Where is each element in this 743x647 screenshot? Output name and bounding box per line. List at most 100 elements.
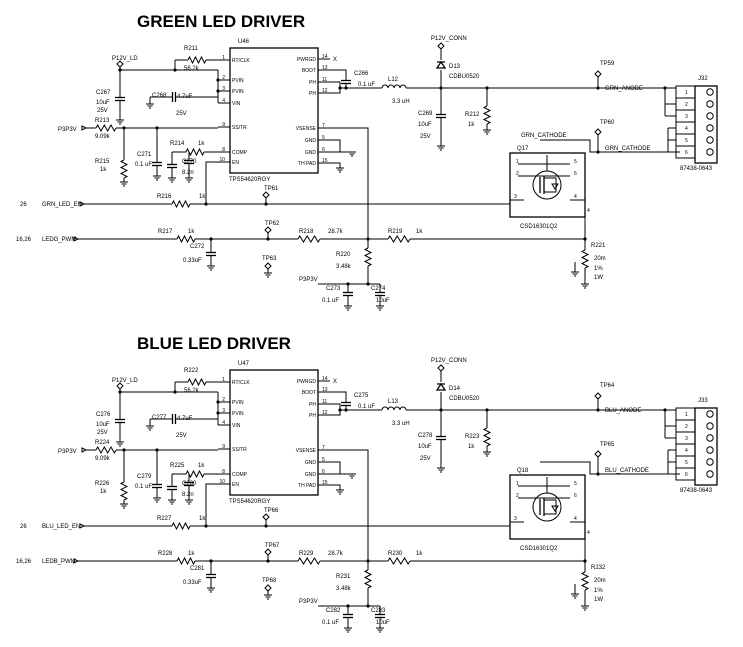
- ref-c-out: C278: [418, 433, 433, 439]
- ref-c-in2: C277: [152, 415, 167, 421]
- diode-symbol: [435, 382, 447, 391]
- value-c-f1: 0.1 uF: [322, 620, 339, 626]
- ic-part-number: TPS54620RGY: [229, 177, 270, 183]
- ic-pin-right-number: 5: [322, 135, 325, 141]
- test-point-symbol: [262, 191, 270, 199]
- ic-pin-left-label: VIN: [232, 423, 241, 429]
- tolerance-r-sense: 1%: [594, 588, 603, 594]
- test-point-symbol: [437, 42, 445, 50]
- ref-c-boot: C266: [354, 71, 369, 77]
- connector-pin-number: 2: [685, 102, 688, 108]
- value-c-boot: 0.1 uF: [358, 404, 375, 410]
- ic-pin-right-label: PWRGD: [297, 57, 317, 63]
- junction-dot: [663, 86, 667, 90]
- ic-pin-left-label: SS/TR: [232, 125, 247, 131]
- resistor-symbol: [580, 571, 590, 591]
- ic-pin-left-label: EN: [232, 160, 239, 166]
- mosfet-pin-number: 2: [516, 171, 519, 177]
- ic-pin-right-label: TH PAD: [298, 161, 316, 167]
- resistor-symbol: [176, 234, 196, 244]
- value-r-sense: 20m: [594, 256, 606, 262]
- mosfet-pin-number: 1: [516, 159, 519, 165]
- resistor-symbol: [171, 521, 191, 531]
- resistor-symbol: [185, 469, 205, 479]
- net-label-vin: P12V_LD: [112, 56, 138, 62]
- ic-ref: U46: [238, 39, 250, 45]
- value-r-ss2: 1k: [100, 167, 107, 173]
- net-label-en: BLU_LED_EN: [42, 524, 80, 530]
- connector-pin: [706, 136, 714, 144]
- ic-pin-right-number: 14: [322, 376, 328, 382]
- test-point-symbol: [594, 392, 602, 400]
- ref-r-sense: R221: [591, 243, 606, 249]
- value-diode: CDBU0520: [449, 396, 480, 402]
- resistor-symbol: [387, 557, 411, 565]
- value-c-f2: 10uF: [376, 620, 390, 626]
- ic-pin-left-number: 4: [222, 98, 225, 104]
- ic-pin-right-number: 11: [322, 77, 327, 83]
- junction-dot: [216, 411, 220, 415]
- off-page-arrow: [79, 201, 86, 207]
- connector-pin: [706, 434, 714, 442]
- value-r-fb3: 1k: [416, 551, 423, 557]
- connector-pin-number: 5: [685, 138, 688, 144]
- value-r-comp: 1k: [198, 463, 205, 469]
- ref-c-boot: C275: [354, 393, 369, 399]
- ic-pin-right-number: 11: [322, 399, 327, 405]
- power-r-sense: 1W: [594, 597, 603, 603]
- junction-dot: [209, 237, 213, 241]
- junction-dot: [266, 559, 270, 563]
- mosfet-pin-number: 6: [574, 493, 577, 499]
- ref-r-fb: R229: [299, 551, 314, 557]
- junction-dot: [338, 408, 342, 412]
- value-r-fb3: 1k: [416, 229, 423, 235]
- wire: [544, 177, 557, 193]
- test-point-symbol: [264, 584, 272, 592]
- connector-body: [694, 85, 718, 164]
- ref-r-ss: R224: [95, 440, 110, 446]
- resistor-symbol: [176, 556, 196, 566]
- ref-r-en: R216: [157, 194, 172, 200]
- net-label-pwm: LEDG_PWM: [42, 237, 76, 243]
- ic-pin-right-label: TH PAD: [298, 483, 316, 489]
- connector-pin-number: 6: [685, 150, 688, 156]
- ic-pin-right-number: 6: [322, 469, 325, 475]
- connector-pin-number: 5: [685, 460, 688, 466]
- wire: [330, 162, 341, 168]
- value-r-pwm: 1k: [188, 229, 195, 235]
- ref-mosfet: Q18: [517, 468, 529, 474]
- net-label-en: GRN_LED_EN: [42, 202, 82, 208]
- net-label-3p3v: P3P3V: [58, 127, 77, 133]
- test-point-symbol: [594, 450, 602, 458]
- wire: [540, 461, 680, 475]
- value-c-out: 10uF: [418, 444, 432, 450]
- ic-pin-right-number: 12: [322, 88, 328, 94]
- value-r-ss: 9.09k: [95, 456, 111, 462]
- test-point-pwm: TP62: [265, 221, 280, 227]
- test-point-anode: TP59: [600, 61, 615, 67]
- value-diode: CDBU0520: [449, 74, 480, 80]
- resistor-symbol: [482, 427, 492, 447]
- junction-dot: [366, 282, 370, 286]
- junction-dot: [663, 408, 667, 412]
- value-r-ld: 1k: [468, 444, 475, 450]
- resistor-symbol: [482, 105, 492, 125]
- ic-pin-left-number: 1: [222, 55, 225, 61]
- ic-pin-right-label: BOOT: [302, 68, 316, 74]
- resistor-symbol: [363, 569, 373, 589]
- ic-pin-left-label: PVIN: [232, 89, 244, 95]
- off-page-arrow: [79, 523, 86, 529]
- wire: [119, 389, 218, 393]
- value-r-sense: 20m: [594, 578, 606, 584]
- ic-pin-right-label: VSENSE: [296, 126, 317, 132]
- mosfet-pin-number: 3: [514, 516, 517, 522]
- value-c-pwm: 0.33uF: [183, 258, 202, 264]
- wire: [205, 483, 218, 526]
- voltage-c-in: 25V: [97, 430, 108, 436]
- value-r-en: 1k: [199, 516, 206, 522]
- connector-pin-number: 6: [685, 472, 688, 478]
- value-c-in: 10uF: [96, 422, 110, 428]
- test-point-gnd: TP68: [262, 578, 277, 584]
- net-label-3p3v: P3P3V: [58, 449, 77, 455]
